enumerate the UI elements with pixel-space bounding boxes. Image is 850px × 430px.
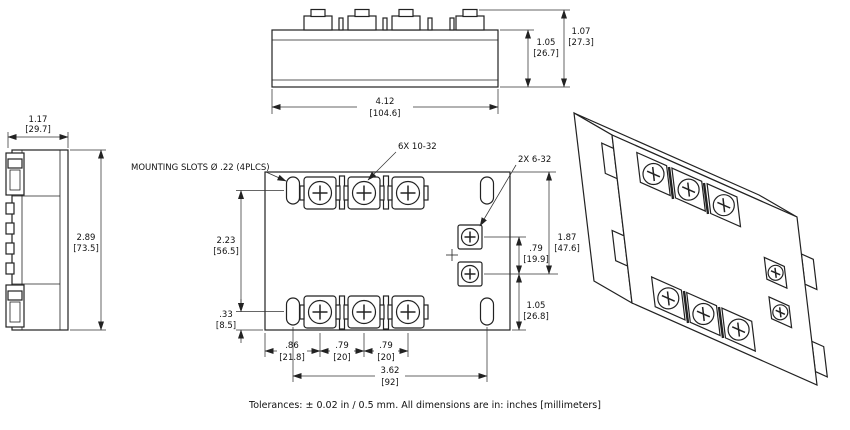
dim-label-mm: [19.9] (523, 255, 549, 265)
dim-top-to-lower-aux: 1.87 [47.6] (512, 171, 580, 275)
dim-label: 3.62 (381, 366, 400, 376)
dim-label: 1.05 (537, 38, 556, 48)
dim-slot-offset: .33 [8.5] (216, 299, 263, 343)
barrier-fin (5, 202, 15, 215)
aux-terminal-screw (457, 224, 483, 250)
dim-label: 2.23 (217, 236, 236, 246)
dim-label: 1.17 (29, 115, 48, 125)
dim-side-depth: 1.17 [29.7] (7, 115, 69, 148)
callout-main-screws: 6X 10-32 (367, 142, 437, 181)
barrier-fin (382, 17, 388, 31)
main-terminal-screw (299, 176, 341, 210)
dim-label-mm: [29.7] (25, 125, 51, 135)
top-view (271, 8, 499, 88)
dim-label: .33 (219, 310, 233, 320)
iso-front-face (611, 134, 818, 386)
side-view (5, 149, 69, 331)
iso-barrier-fin (682, 290, 690, 324)
dim-label: .79 (529, 244, 543, 254)
callout-text: MOUNTING SLOTS Ø .22 (4PLCS) (131, 162, 270, 173)
dim-label: 2.89 (77, 233, 96, 243)
main-terminal-screw (343, 295, 385, 329)
mounting-slot (285, 176, 301, 205)
terminal-screw-top (455, 8, 485, 31)
dim-screw-pitches: .86 [21.8] .79 [20] .79 [20] (264, 333, 409, 363)
dim-label-mm: [21.8] (279, 353, 305, 363)
barrier-fin (449, 17, 455, 31)
terminal-screw-top (391, 8, 421, 31)
dim-label-mm: [27.3] (568, 38, 594, 48)
callout-aux-screws: 2X 6-32 (479, 155, 551, 227)
main-terminal-screw (387, 176, 429, 210)
dim-label: .86 (285, 341, 299, 351)
mounting-slot (479, 297, 495, 326)
dim-slot-span-vertical: 2.23 [56.5] (213, 190, 284, 312)
dim-label-mm: [104.6] (370, 109, 401, 119)
iso-barrier-fin (702, 182, 710, 215)
barrier-fin (5, 222, 15, 235)
callout-text: 2X 6-32 (518, 155, 551, 165)
front-view (264, 171, 511, 331)
dim-aux-to-bottom: 1.05 [26.8] (512, 273, 549, 331)
mounting-slot (285, 297, 301, 326)
dim-top-width: 4.12 [104.6] (271, 89, 499, 119)
barrier-fin (427, 17, 433, 31)
terminal-screw-top (347, 8, 377, 31)
main-terminal-screw (299, 295, 341, 329)
dim-label: 1.07 (572, 27, 591, 37)
dim-side-height: 2.89 [73.5] (70, 149, 106, 331)
dim-label: .79 (379, 341, 393, 351)
dim-label-mm: [26.7] (533, 49, 559, 59)
isometric-view (573, 111, 829, 386)
terminal-screw-top (303, 8, 333, 31)
tolerance-note: Tolerances: ± 0.02 in / 0.5 mm. All dime… (248, 400, 601, 411)
dim-label-mm: [20] (377, 353, 394, 363)
main-terminal-screw (343, 176, 385, 210)
dim-label: 4.12 (376, 97, 395, 107)
dim-label-mm: [92] (381, 378, 398, 388)
dim-label: 1.05 (527, 301, 546, 311)
dim-label-mm: [8.5] (216, 321, 236, 331)
barrier-fin (5, 242, 15, 255)
dim-top-overall-height: 1.07 [27.3] (479, 9, 594, 88)
callout-mounting-slots: MOUNTING SLOTS Ø .22 (4PLCS) (131, 162, 287, 182)
main-terminal-screw (387, 295, 429, 329)
dim-label-mm: [47.6] (554, 244, 580, 254)
aux-terminal-screw (457, 261, 483, 287)
barrier-fin (338, 17, 344, 31)
dim-label-mm: [26.8] (523, 312, 549, 322)
dim-label-mm: [56.5] (213, 247, 239, 257)
dim-label: .79 (335, 341, 349, 351)
callout-text: 6X 10-32 (398, 142, 437, 152)
iso-barrier-fin (717, 306, 725, 339)
dim-top-body-height: 1.05 [26.7] (500, 29, 570, 88)
dim-label-mm: [20] (333, 353, 350, 363)
mounting-slot (479, 176, 495, 205)
dim-label-mm: [73.5] (73, 244, 99, 254)
iso-barrier-fin (667, 166, 675, 200)
top-view-body (271, 29, 499, 88)
barrier-fin (5, 262, 15, 275)
dim-label: 1.87 (558, 233, 577, 243)
dim-slot-span-horizontal: 3.62 [92] (292, 327, 488, 388)
